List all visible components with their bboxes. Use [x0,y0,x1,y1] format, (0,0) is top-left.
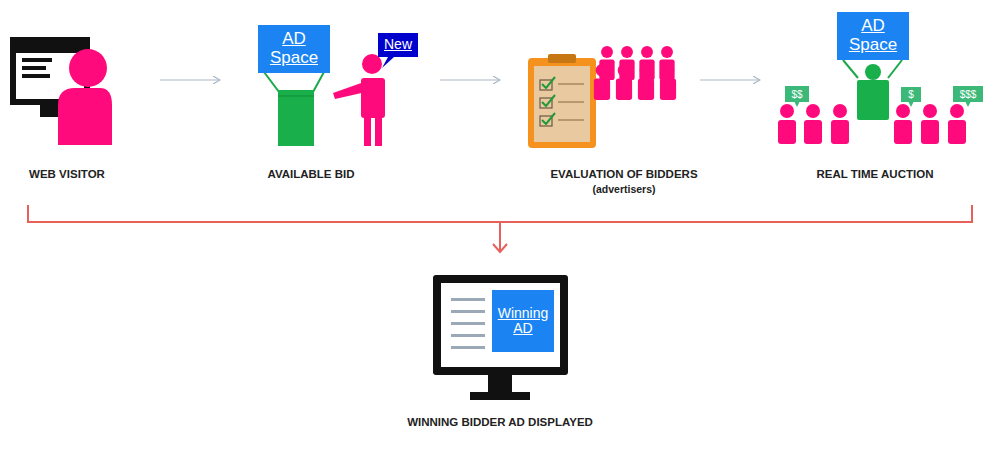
winning-ad-box: Winning AD [492,290,554,352]
ad-space-box: AD Space [837,12,909,60]
node-text: $$$ [960,89,977,100]
bid-amount: $$ [785,86,809,102]
step-caption: WINNING BIDDER AD DISPLAYED [407,416,593,428]
step-caption: REAL TIME AUCTION [817,168,934,180]
node-text: AD Space [849,17,897,54]
step-caption: EVALUATION OF BIDDERS [550,168,697,180]
caption-note: (advertisers) [592,183,655,195]
bid-amount: $$$ [953,86,983,102]
node-text: $$ [791,89,802,100]
node-text: $ [908,89,914,100]
node-text: AD Space [270,30,318,67]
node-text: New [384,37,412,52]
new-callout: New [378,33,418,57]
bid-amount: $ [901,87,921,102]
ad-space-box: AD Space [258,25,330,73]
node-text: Winning AD [498,306,549,337]
step-caption: AVAILABLE BID [267,168,354,180]
step-caption: WEB VISITOR [29,168,105,180]
